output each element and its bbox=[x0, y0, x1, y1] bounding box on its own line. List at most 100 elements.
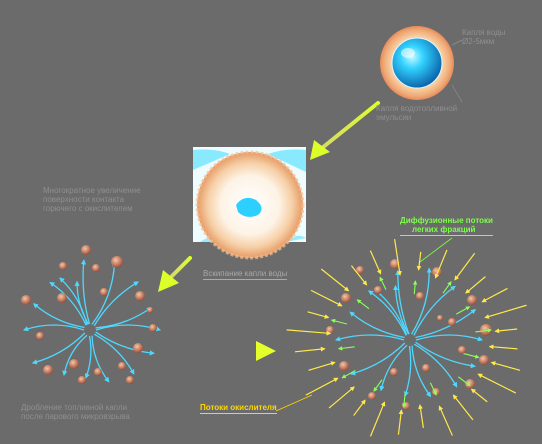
fragmentation-label-line-2: после парового микровзрыва bbox=[21, 412, 130, 421]
flow-arrow bbox=[349, 311, 405, 339]
oxidizer-arrow bbox=[494, 328, 518, 334]
oxidizer-arrow bbox=[452, 394, 474, 421]
oxidizer-arrow bbox=[353, 399, 366, 416]
oxidizer-arrow bbox=[320, 268, 350, 292]
diffusion-arrow bbox=[337, 346, 355, 351]
arrow-to-fragmentation bbox=[158, 256, 192, 292]
arrow-to-combustion bbox=[196, 341, 276, 361]
diffusion-arrow bbox=[341, 369, 356, 379]
fuel-particle bbox=[133, 343, 143, 353]
flow-arrow bbox=[91, 261, 117, 325]
increase-label: Многократное увеличение поверхности конт… bbox=[43, 186, 141, 213]
oxidizer-arrow bbox=[470, 388, 488, 403]
fuel-particle bbox=[147, 307, 153, 313]
oxidizer-arrow bbox=[465, 276, 486, 294]
increase-label-line-2: поверхности контакта bbox=[43, 195, 125, 204]
flow-arrow bbox=[62, 334, 88, 377]
fragmented-droplet-cloud bbox=[21, 245, 161, 384]
diffusion-arrow bbox=[330, 318, 348, 325]
fuel-particle bbox=[81, 245, 91, 255]
boiling-label: Вскипание капли воды bbox=[203, 269, 288, 280]
emulsion-leader-line bbox=[451, 84, 463, 103]
oxidizer-arrow bbox=[286, 329, 332, 336]
combustion-cloud bbox=[286, 239, 527, 437]
flow-arrow bbox=[49, 281, 87, 326]
fuel-particle bbox=[21, 295, 31, 305]
oxidizer-leader-line bbox=[275, 394, 313, 412]
boiling-label-text: Вскипание капли воды bbox=[203, 269, 288, 280]
diffusion-label: Диффузионные потоки легких фракций bbox=[400, 216, 493, 236]
fuel-particle bbox=[416, 292, 424, 300]
fragmentation-label: Дробление топливной капли после парового… bbox=[21, 403, 130, 421]
diffusion-arrow bbox=[373, 379, 383, 392]
diffusion-arrow bbox=[442, 281, 452, 294]
diffusion-label-line-2: легких фракций bbox=[400, 225, 493, 236]
oxidizer-arrow bbox=[328, 386, 355, 409]
emulsion-label-line-1: Капля водотопливной bbox=[376, 104, 458, 113]
fuel-particle bbox=[390, 368, 398, 376]
oxidizer-arrow bbox=[418, 404, 424, 428]
oxidizer-arrow bbox=[477, 373, 517, 394]
flow-arrow bbox=[415, 308, 477, 339]
droplet-label-line-2: Ø2-5мкм bbox=[462, 37, 495, 46]
diffusion-arrow bbox=[463, 353, 480, 359]
fuel-particle bbox=[69, 359, 79, 369]
emulsion-droplet bbox=[380, 26, 454, 100]
oxidizer-arrow bbox=[416, 251, 422, 271]
oxidizer-label-text: Потоки окислителя bbox=[200, 403, 277, 414]
flow-arrow bbox=[413, 343, 458, 388]
oxidizer-arrow bbox=[369, 401, 386, 437]
oxidizer-arrow bbox=[369, 250, 382, 275]
fuel-particle bbox=[135, 291, 145, 301]
flow-arrow bbox=[415, 341, 476, 369]
flow-arrow bbox=[368, 290, 407, 336]
fuel-particle bbox=[467, 295, 477, 305]
flow-arrow bbox=[74, 280, 90, 325]
diffusion-arrow bbox=[475, 328, 492, 333]
oxidizer-arrow bbox=[434, 249, 448, 279]
oxidizer-arrow bbox=[454, 252, 476, 281]
oxidizer-arrow bbox=[484, 304, 527, 319]
fuel-particle bbox=[94, 368, 102, 376]
fuel-particle bbox=[368, 392, 376, 400]
flow-arrow bbox=[393, 284, 410, 335]
oxidizer-arrow bbox=[350, 265, 368, 286]
fuel-particle bbox=[422, 364, 430, 372]
flow-arrow bbox=[95, 331, 155, 356]
fuel-particle bbox=[36, 332, 44, 340]
fuel-particle bbox=[479, 355, 489, 365]
flow-arrow bbox=[410, 267, 432, 335]
fuel-particle bbox=[118, 362, 126, 370]
oxidizer-arrow bbox=[307, 311, 330, 319]
flow-arrow bbox=[413, 285, 456, 336]
droplet-label-line-1: Капля воды bbox=[462, 28, 506, 37]
increase-label-line-3: горючего с окислителем bbox=[43, 204, 133, 213]
diffusion-arrow bbox=[401, 393, 407, 408]
oxidizer-arrow bbox=[490, 361, 521, 371]
diffusion-leader-line bbox=[419, 237, 453, 263]
diffusion-arrow bbox=[458, 376, 471, 387]
flow-arrow bbox=[415, 334, 483, 342]
flow-arrow bbox=[335, 334, 405, 342]
fuel-particle bbox=[126, 376, 134, 384]
fuel-particle bbox=[480, 324, 492, 336]
oxidizer-arrow bbox=[397, 409, 404, 435]
boiling-droplet bbox=[193, 147, 306, 260]
fuel-particle bbox=[356, 266, 364, 274]
diffusion-arrow bbox=[356, 299, 370, 310]
flow-arrow bbox=[84, 335, 92, 379]
flow-arrow bbox=[379, 344, 408, 392]
fuel-particle bbox=[339, 361, 349, 371]
fuel-particle bbox=[111, 256, 123, 268]
fuel-particle bbox=[57, 293, 67, 303]
flow-arrow bbox=[95, 307, 152, 329]
increase-label-line-1: Многократное увеличение bbox=[43, 186, 141, 195]
droplet-leader-line bbox=[451, 39, 463, 46]
flow-arrow bbox=[80, 259, 91, 325]
diffusion-arrow bbox=[456, 306, 471, 315]
oxidizer-arrow bbox=[308, 361, 336, 371]
flow-arrow bbox=[33, 303, 85, 329]
oxidizer-arrow bbox=[310, 289, 343, 307]
flow-arrow bbox=[91, 335, 110, 383]
